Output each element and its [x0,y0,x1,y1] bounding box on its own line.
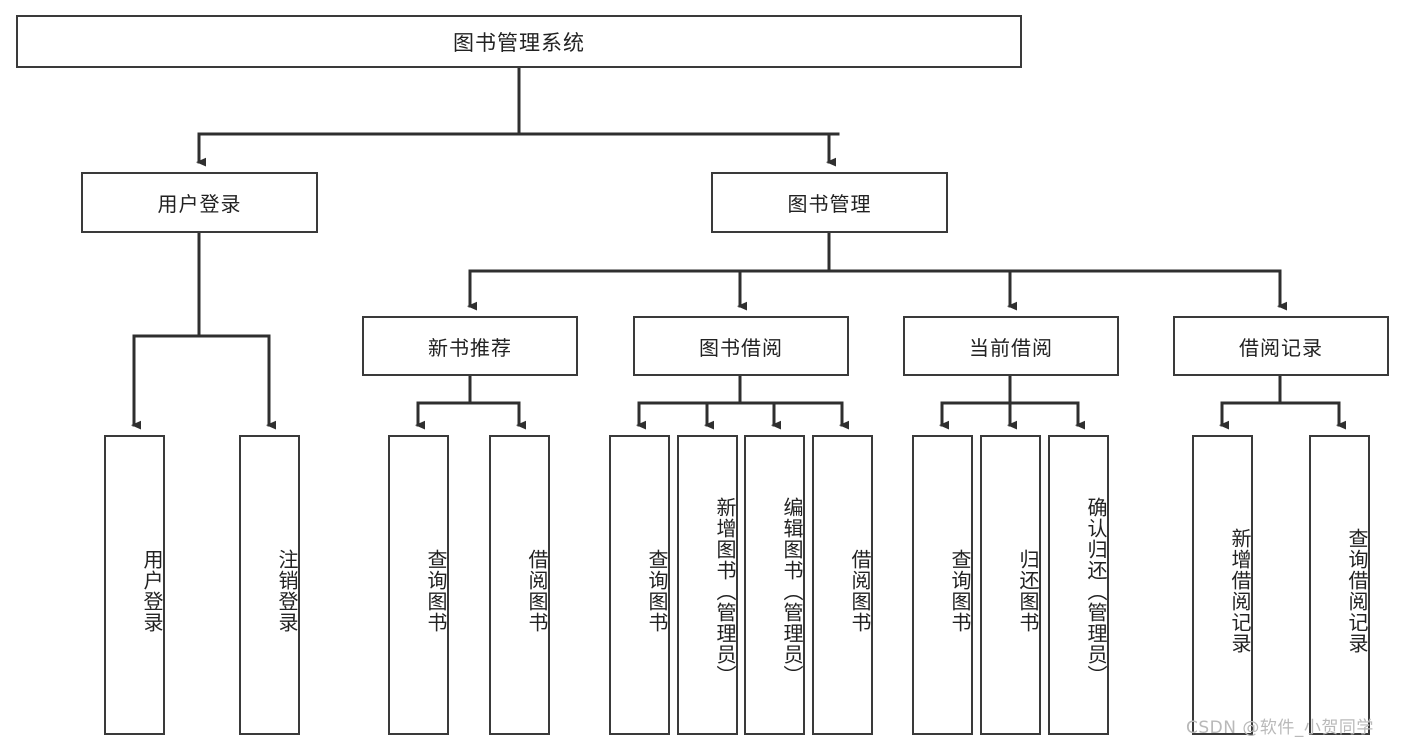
node-borrow-record[interactable]: 借阅记录 [1173,316,1389,376]
leaf-borrow-add-book-admin[interactable]: 新增图书（管理员） [677,435,738,735]
node-label: 用户登录 [140,549,164,633]
node-label: 借阅记录 [1239,335,1323,360]
node-label: 图书管理 [787,192,872,216]
node-label: 查询借阅记录 [1345,528,1369,654]
leaf-recommend-query-book[interactable]: 查询图书 [388,435,449,735]
node-label: 新增借阅记录 [1228,528,1252,654]
leaf-borrow-query-book[interactable]: 查询图书 [609,435,670,735]
node-book-borrow[interactable]: 图书借阅 [633,316,849,376]
node-label: 借阅图书 [525,549,549,633]
node-label: 新增图书（管理员） [713,496,737,686]
leaf-current-query-book[interactable]: 查询图书 [912,435,973,735]
leaf-user-logout[interactable]: 注销登录 [239,435,300,735]
leaf-current-return-book[interactable]: 归还图书 [980,435,1041,735]
leaf-borrow-borrow-book[interactable]: 借阅图书 [812,435,873,735]
node-label: 图书借阅 [699,335,783,360]
node-label: 归还图书 [1016,549,1040,633]
node-label: 注销登录 [275,549,299,633]
node-root-system[interactable]: 图书管理系统 [16,15,1022,68]
node-new-book-recommend[interactable]: 新书推荐 [362,316,578,376]
leaf-record-query-borrow-record[interactable]: 查询借阅记录 [1309,435,1370,735]
node-label: 查询图书 [645,549,669,633]
node-user-login[interactable]: 用户登录 [81,172,318,233]
node-book-management[interactable]: 图书管理 [711,172,948,233]
node-label: 借阅图书 [848,549,872,633]
leaf-record-add-borrow-record[interactable]: 新增借阅记录 [1192,435,1253,735]
node-current-borrow[interactable]: 当前借阅 [903,316,1119,376]
leaf-recommend-borrow-book[interactable]: 借阅图书 [489,435,550,735]
node-label: 用户登录 [157,192,242,216]
node-label: 查询图书 [948,549,972,633]
node-label: 编辑图书（管理员） [780,496,804,686]
leaf-user-login[interactable]: 用户登录 [104,435,165,735]
node-label: 当前借阅 [969,335,1053,360]
node-label: 查询图书 [424,549,448,633]
leaf-borrow-edit-book-admin[interactable]: 编辑图书（管理员） [744,435,805,735]
leaf-current-confirm-return-admin[interactable]: 确认归还（管理员） [1048,435,1109,735]
node-label: 新书推荐 [428,335,512,360]
node-label: 图书管理系统 [453,30,585,55]
watermark-text: CSDN @软件_小贺同学 [1186,718,1374,738]
node-label: 确认归还（管理员） [1084,496,1108,686]
